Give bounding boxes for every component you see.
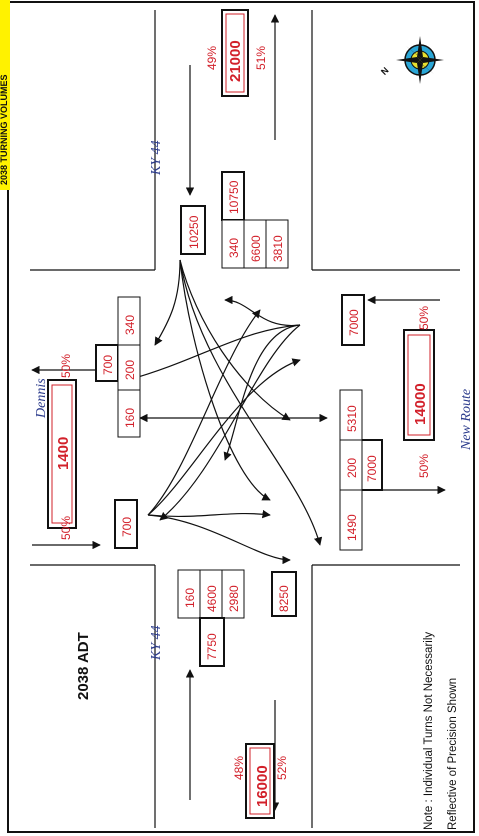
year-label: 2038 ADT bbox=[75, 632, 92, 700]
bottom-in-total: 8250 bbox=[277, 585, 291, 612]
adt-top-pct-in: 49% bbox=[205, 46, 219, 70]
new-route-turn-through: 200 bbox=[345, 458, 359, 478]
road-label-dennis: Dennis bbox=[34, 378, 49, 419]
top-turn-left: 340 bbox=[227, 238, 241, 258]
dennis-out-total: 700 bbox=[101, 355, 115, 375]
note-line-1: Note : Individual Turns Not Necessarily bbox=[423, 632, 435, 830]
road-label-ky44-bottom: KY 44 bbox=[149, 625, 164, 661]
adt-new-route-pct-in: 50% bbox=[417, 454, 431, 478]
approach-total-box bbox=[199, 617, 225, 667]
approach-total-box bbox=[341, 294, 365, 346]
approach-total-box bbox=[180, 205, 206, 255]
title-strip bbox=[0, 0, 10, 190]
adt-bottom-pct-out: 52% bbox=[275, 756, 289, 780]
adt-dennis-pct-out: 50% bbox=[59, 354, 73, 378]
compass-icon: N bbox=[379, 36, 444, 84]
approach-total-box bbox=[114, 499, 138, 549]
top-turn-through: 6600 bbox=[249, 235, 263, 262]
note-line-2: Reflective of Precision Shown bbox=[447, 678, 459, 830]
top-out-total: 10750 bbox=[227, 180, 241, 214]
svg-text:N: N bbox=[379, 65, 391, 77]
bottom-turn-through: 4600 bbox=[205, 585, 219, 612]
adt-top-pct-out: 51% bbox=[254, 46, 268, 70]
dennis-turn-right: 160 bbox=[123, 408, 137, 428]
dennis-in-total: 700 bbox=[120, 517, 134, 537]
bottom-turn-right: 2980 bbox=[227, 585, 241, 612]
top-approach: 10750 10250 340 6600 3810 bbox=[180, 171, 289, 269]
top-turns-box bbox=[221, 219, 289, 269]
dennis-approach: 700 700 340 200 160 bbox=[95, 296, 141, 549]
bottom-turns-box bbox=[177, 569, 245, 619]
top-in-total: 10250 bbox=[187, 215, 201, 249]
new-route-turn-right: 1490 bbox=[345, 514, 359, 541]
new-route-out-total: 7000 bbox=[365, 455, 379, 482]
bottom-turn-left: 160 bbox=[183, 588, 197, 608]
road-edges bbox=[30, 10, 460, 828]
dennis-turn-through: 200 bbox=[123, 360, 137, 380]
adt-bottom-total: 16000 bbox=[254, 765, 271, 807]
diagram-frame bbox=[7, 1, 475, 833]
road-label-ky44-top: KY 44 bbox=[149, 140, 164, 176]
title-strip-text: 2038 TURNING VOLUMES bbox=[0, 74, 9, 185]
approach-total-box bbox=[271, 571, 297, 617]
adt-dennis-pct-in: 50% bbox=[59, 516, 73, 540]
adt-dennis: 1400 50% 50% bbox=[47, 354, 77, 540]
turn-movements bbox=[127, 259, 328, 565]
adt-bottom-pct-in: 48% bbox=[232, 756, 246, 780]
adt-bottom: 16000 48% 52% bbox=[232, 743, 289, 819]
adt-top-total: 21000 bbox=[227, 40, 244, 82]
new-route-turn-left: 5310 bbox=[345, 405, 359, 432]
top-turn-right: 3810 bbox=[271, 235, 285, 262]
new-route-turns-box bbox=[339, 389, 363, 551]
new-route-in-total: 7000 bbox=[347, 309, 361, 336]
new-route-approach: 7000 7000 5310 200 1490 bbox=[339, 294, 383, 551]
dennis-turn-left: 340 bbox=[123, 315, 137, 335]
adt-dennis-total: 1400 bbox=[55, 437, 72, 470]
bottom-out-total: 7750 bbox=[205, 633, 219, 660]
adt-new-route: 14000 50% 50% bbox=[403, 306, 435, 478]
bottom-approach: 160 4600 2980 7750 8250 bbox=[177, 569, 297, 667]
adt-top: 21000 49% 51% bbox=[205, 9, 268, 97]
adt-new-route-total: 14000 bbox=[412, 383, 429, 425]
adt-new-route-pct-out: 50% bbox=[417, 306, 431, 330]
dennis-turns-box bbox=[117, 296, 141, 438]
road-label-new-route: New Route bbox=[459, 389, 474, 451]
